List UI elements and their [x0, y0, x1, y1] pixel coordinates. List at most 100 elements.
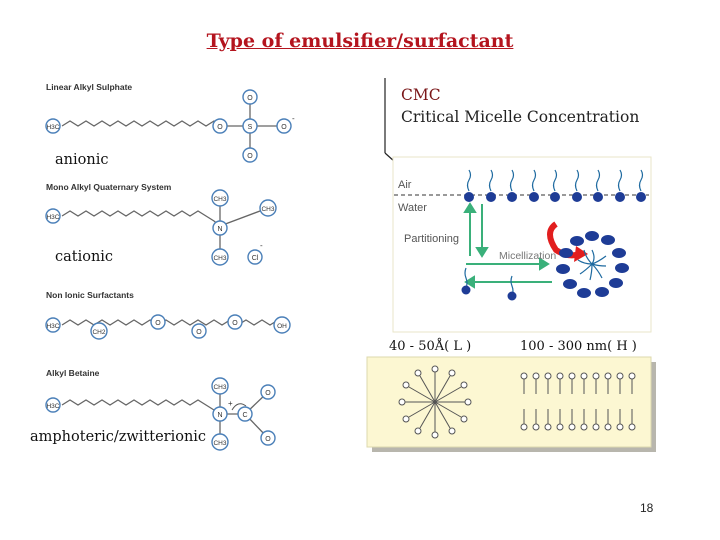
label-cationic: cationic	[55, 249, 114, 265]
structure-label-mono-alkyl-quaternary: Mono Alkyl Quaternary System	[46, 182, 172, 192]
surfactant-tail	[574, 169, 580, 192]
start-group-text: H3C	[46, 214, 59, 221]
micelle-tail	[591, 255, 607, 265]
micelle-head	[464, 398, 472, 406]
bilayer-top-head	[580, 372, 588, 380]
micelle-head	[556, 264, 570, 274]
surfactant-head	[507, 192, 517, 202]
atom-circle	[273, 316, 291, 334]
start-group-circle	[45, 118, 61, 134]
arrow-head	[475, 247, 489, 258]
surfactant-tail	[466, 169, 472, 192]
start-group-text: H3C	[46, 323, 59, 330]
atom-circle	[211, 189, 229, 207]
atom-circle	[260, 384, 276, 400]
atom-circle	[227, 314, 243, 330]
micelle-tail	[591, 263, 603, 279]
micelle-tails	[577, 249, 607, 281]
micelle-head	[402, 415, 410, 423]
micelle-head	[595, 287, 609, 297]
micelle-head	[585, 231, 599, 241]
micelle-head	[448, 369, 456, 377]
micelle-head	[398, 398, 406, 406]
atom-circle	[211, 248, 229, 266]
micelle-tail	[419, 375, 436, 403]
bilayer-bottom-head	[532, 423, 540, 431]
micelle-head	[570, 236, 584, 246]
surfactant-head	[486, 192, 496, 202]
micelle	[556, 231, 629, 298]
air-label: Air	[398, 179, 412, 191]
micelle-head	[402, 381, 410, 389]
water-label: Water	[398, 202, 427, 214]
micelle-tail	[434, 375, 451, 403]
page-number: 18	[640, 501, 654, 515]
atom-label: O	[155, 320, 161, 327]
surfactant-monolayer	[464, 169, 646, 202]
curved-arrow-head	[574, 246, 588, 262]
micelle-tail	[408, 386, 436, 403]
bilayer-bottom-head	[592, 423, 600, 431]
bilayer-top-head	[568, 372, 576, 380]
surfactant-head	[615, 192, 625, 202]
atom-label: CH3	[213, 440, 226, 447]
micelle-head	[414, 369, 422, 377]
micelle-head	[460, 415, 468, 423]
alkyl-chain	[61, 210, 221, 227]
micelle-head	[601, 235, 615, 245]
atom-label: O	[232, 320, 238, 327]
bilayer-top-head	[520, 372, 528, 380]
micelle-head	[563, 279, 577, 289]
start-group-text: H3C	[46, 124, 59, 131]
atom-circle	[237, 406, 253, 422]
start-group-circle	[45, 397, 61, 413]
micelle-tail	[434, 401, 451, 429]
atom-label: C	[242, 412, 247, 419]
surfactant-head	[593, 192, 603, 202]
slide-title: Type of emulsifier/surfactant	[206, 30, 514, 52]
atom-label: O	[281, 124, 287, 131]
surfactant-head	[550, 192, 560, 202]
atom-circle	[212, 406, 228, 422]
micelle-head	[448, 427, 456, 435]
start-group-text: H3C	[46, 403, 59, 410]
surfactant-tail	[531, 169, 537, 192]
atom-label: O	[196, 329, 202, 336]
micelle-head	[559, 248, 573, 258]
surfactant-tail	[638, 169, 644, 192]
surfactant-tail	[464, 267, 468, 289]
bilayer-bottom-head	[604, 423, 612, 431]
surfactant-head	[461, 285, 471, 295]
bilayer-top-head	[544, 372, 552, 380]
partitioning-arrows	[463, 202, 489, 258]
bilayer-top-head	[604, 372, 612, 380]
cmc-subtitle: Critical Micelle Concentration	[401, 108, 640, 126]
bilayer-bottom-head	[580, 423, 588, 431]
bilayer	[520, 372, 636, 431]
structure-label-non-ionic: Non Ionic Surfactants	[46, 290, 134, 300]
atom-circle	[276, 118, 292, 134]
arrow-head	[539, 257, 550, 271]
atom-label: CH3	[213, 384, 226, 391]
micelle-tail	[591, 249, 595, 265]
non-ionic-structure: H3C CH2 O O O OH	[45, 314, 291, 340]
micellization-label: Micellization	[499, 250, 556, 262]
bilayer-bottom-head	[628, 423, 636, 431]
atom-circle	[247, 249, 263, 265]
bilayer-top-head	[628, 372, 636, 380]
bilayer-top-head	[592, 372, 600, 380]
atom-circle	[260, 430, 276, 446]
bilayer-bottom-head	[544, 423, 552, 431]
atom-circle	[212, 118, 228, 134]
micelle-tail	[419, 401, 436, 429]
structure-label-linear-alkyl-sulphate: Linear Alkyl Sulphate	[46, 82, 133, 92]
atom-label: O	[247, 153, 253, 160]
atom-label: O	[265, 390, 271, 397]
atom-label: CH2	[92, 329, 105, 336]
surfactant-tail	[488, 169, 494, 192]
micelle-head	[431, 365, 439, 373]
surfactant-head	[636, 192, 646, 202]
label-amphoteric: amphoteric/zwitterionic	[30, 429, 207, 445]
micelle-tail	[577, 259, 593, 265]
surfactant-tail	[552, 169, 558, 192]
